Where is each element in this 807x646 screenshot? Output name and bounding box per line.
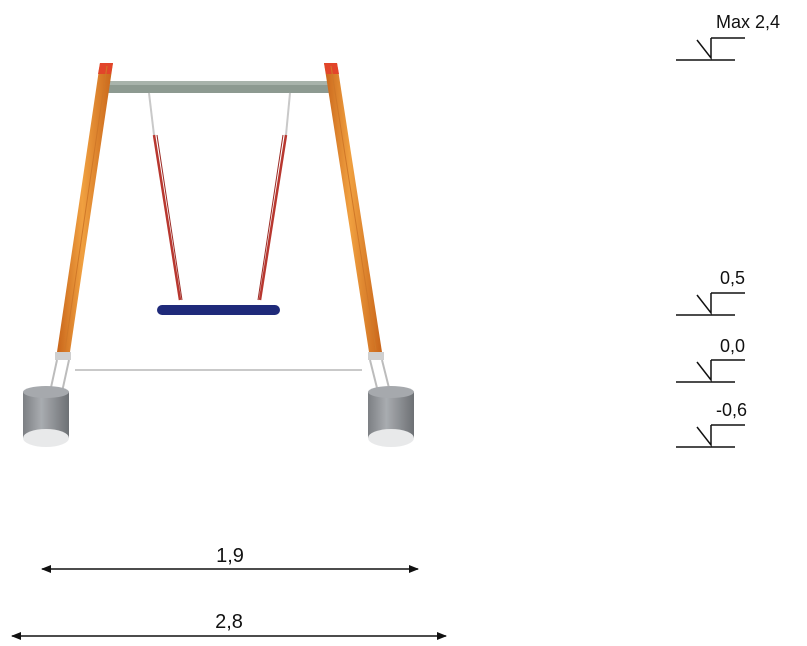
level-label-minus-0-6: -0,6 xyxy=(716,400,747,420)
swing-seat xyxy=(157,305,280,315)
level-label-0-5: 0,5 xyxy=(720,268,745,288)
level-marker-0-5: 0,5 xyxy=(676,268,745,316)
left-post xyxy=(57,63,113,352)
dimension-overall-width: 2,8 xyxy=(11,611,447,640)
right-post-bracket xyxy=(368,352,391,393)
level-label-0-0: 0,0 xyxy=(720,336,745,356)
right-post xyxy=(324,63,382,352)
level-label-max: Max 2,4 xyxy=(716,12,780,32)
level-marker-minus-0-6: -0,6 xyxy=(676,400,747,448)
level-marker-0-0: 0,0 xyxy=(676,336,745,383)
level-marker-max: Max 2,4 xyxy=(676,12,780,61)
swing-rope-left xyxy=(148,92,183,301)
left-concrete-footing xyxy=(23,386,69,447)
swing-rope-right xyxy=(257,92,291,301)
dimension-label-overall: 2,8 xyxy=(215,611,243,633)
dimension-inner-width: 1,9 xyxy=(41,545,419,573)
dimension-label-inner: 1,9 xyxy=(216,545,244,567)
left-post-bracket xyxy=(49,352,71,393)
right-concrete-footing xyxy=(368,386,414,447)
